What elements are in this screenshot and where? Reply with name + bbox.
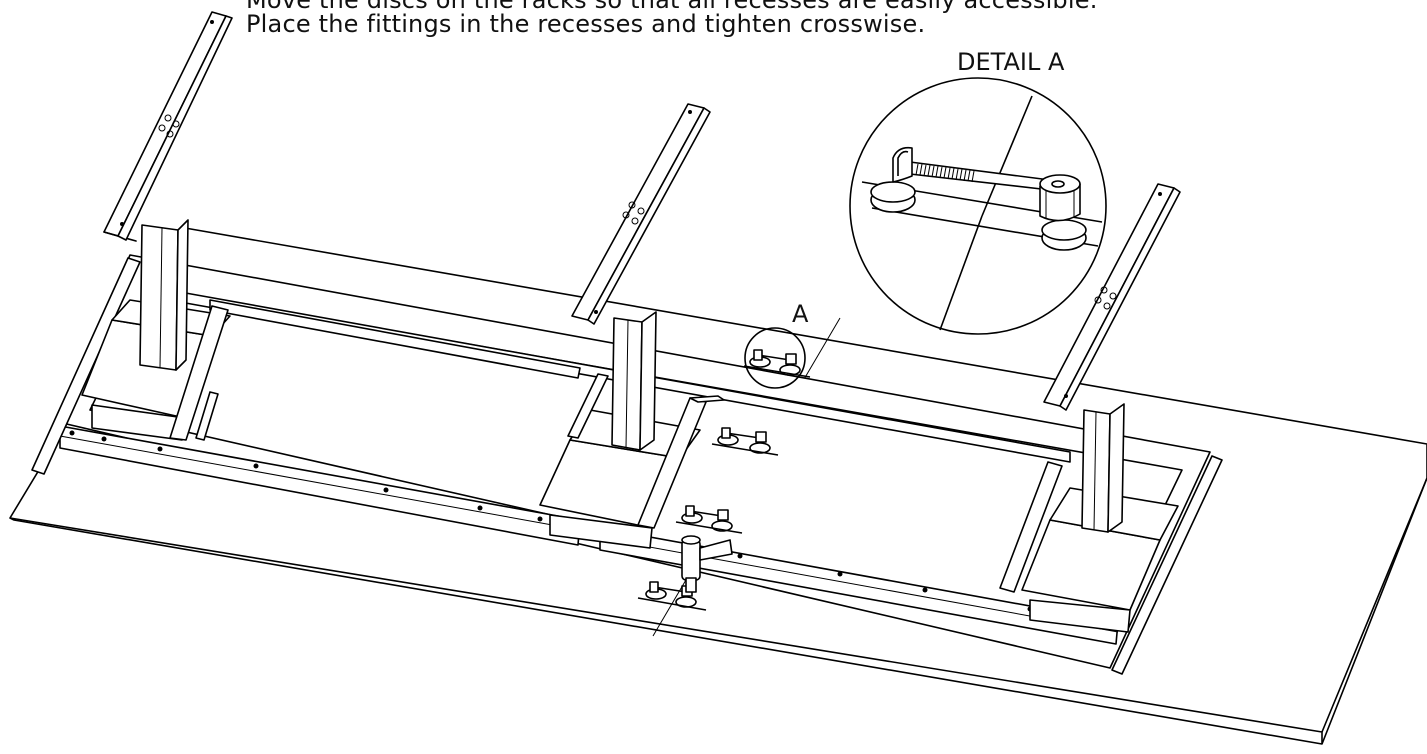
front-rail-right bbox=[599, 527, 1119, 645]
left-end-bracket bbox=[31, 257, 141, 475]
detail-a-circle bbox=[849, 77, 1107, 335]
wrench-tool bbox=[681, 535, 733, 593]
front-rail-left bbox=[59, 425, 581, 546]
foot-left bbox=[103, 11, 233, 242]
leg-column-middle bbox=[611, 311, 657, 451]
detail-seam-upper bbox=[981, 95, 1033, 217]
leg-column-right bbox=[1081, 403, 1125, 533]
fitting-2 bbox=[711, 427, 779, 456]
detail-barrel-nut bbox=[1039, 183, 1081, 222]
callout-a-circle bbox=[744, 327, 806, 389]
leg-base-middle bbox=[539, 373, 725, 549]
foot-right bbox=[1043, 183, 1181, 411]
instruction-line-1: Move the discs on the racks so that all … bbox=[246, 0, 1098, 14]
foot-middle bbox=[571, 103, 711, 325]
callout-a-label: A bbox=[792, 300, 809, 328]
detail-bolt-thread bbox=[915, 163, 975, 183]
fitting-a bbox=[743, 349, 811, 378]
instruction-line-2: Place the fittings in the recesses and t… bbox=[246, 10, 926, 38]
detail-a-title: DETAIL A bbox=[957, 48, 1065, 76]
fitting-3 bbox=[675, 505, 743, 534]
left-flange bbox=[169, 305, 229, 441]
leg-column-left bbox=[139, 219, 189, 371]
right-end-bracket bbox=[1111, 455, 1223, 675]
detail-seam-lower bbox=[939, 215, 983, 331]
detail-bolt bbox=[909, 161, 1051, 191]
detail-a-view bbox=[849, 77, 1107, 335]
